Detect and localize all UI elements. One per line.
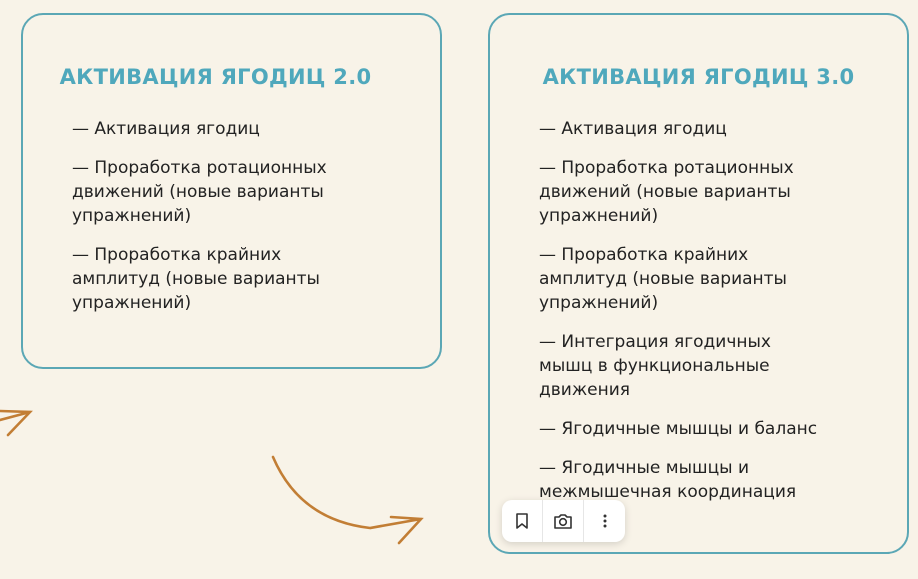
card-title: АКТИВАЦИЯ ЯГОДИЦ 3.0: [542, 65, 855, 89]
camera-button[interactable]: [543, 500, 584, 542]
list-item: — Ягодичные мышцы и межмышечная координа…: [539, 458, 797, 502]
arrow-left: [0, 409, 33, 437]
list-item: — Проработка крайних амплитуд (новые вар…: [72, 245, 320, 313]
list-item: — Активация ягодиц: [539, 119, 727, 139]
feature-list: — Активация ягодиц — Проработка ротацион…: [72, 117, 392, 330]
card-activation-2: АКТИВАЦИЯ ЯГОДИЦ 2.0 — Активация ягодиц …: [21, 13, 442, 369]
list-item: — Проработка ротационных движений (новые…: [539, 158, 794, 226]
card-activation-3: АКТИВАЦИЯ ЯГОДИЦ 3.0 — Активация ягодиц …: [488, 13, 909, 554]
list-item: — Проработка ротационных движений (новые…: [72, 158, 327, 226]
list-item: — Проработка крайних амплитуд (новые вар…: [539, 245, 787, 313]
bookmark-icon: [516, 513, 528, 529]
more-button[interactable]: [584, 500, 625, 542]
camera-icon: [554, 514, 572, 529]
list-item: — Ягодичные мышцы и баланс: [539, 419, 818, 439]
list-item: — Активация ягодиц: [72, 119, 260, 139]
card-title: АКТИВАЦИЯ ЯГОДИЦ 2.0: [59, 65, 372, 89]
more-icon: [603, 514, 606, 528]
arrow-curved: [271, 455, 424, 545]
list-item: — Интеграция ягодичных мышц в функционал…: [539, 332, 771, 400]
bookmark-button[interactable]: [502, 500, 543, 542]
feature-list: — Активация ягодиц — Проработка ротацион…: [539, 117, 859, 519]
image-toolbar: [502, 500, 625, 542]
